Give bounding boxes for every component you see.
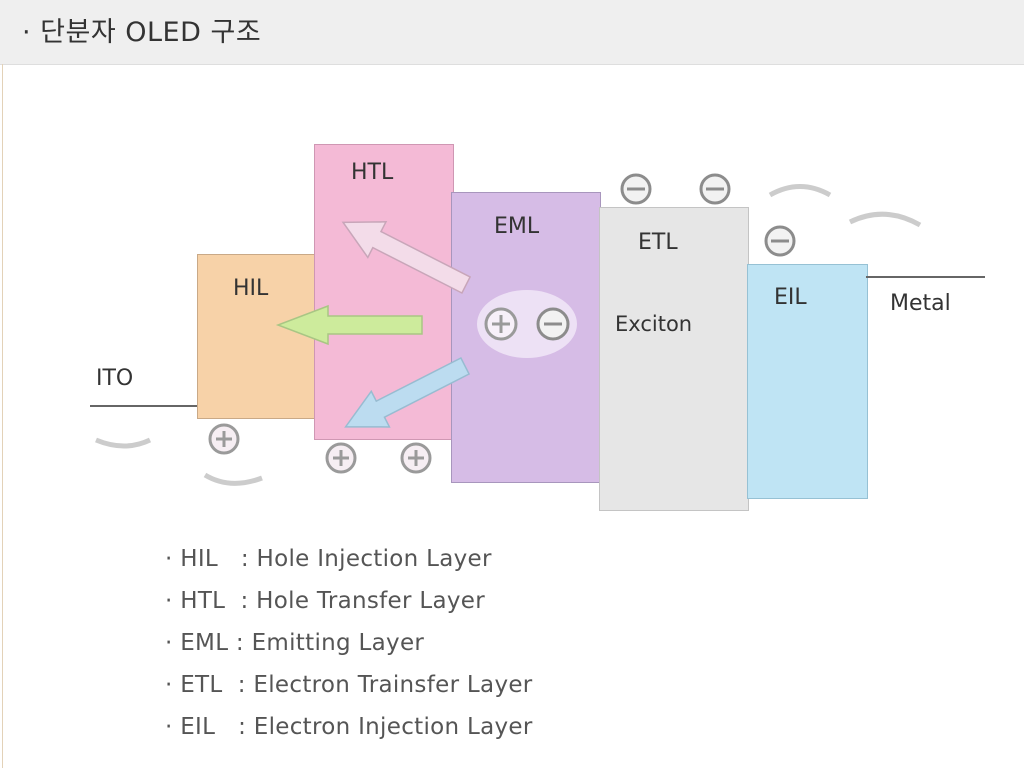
exciton-plus-icon bbox=[484, 307, 518, 341]
title-bar: · 단분자 OLED 구조 bbox=[0, 0, 1024, 65]
label-hil: HIL bbox=[233, 276, 269, 301]
blue-arrow bbox=[344, 356, 471, 428]
label-metal: Metal bbox=[890, 291, 951, 316]
electron-minus-icon bbox=[620, 173, 652, 205]
electron-minus-icon bbox=[764, 225, 796, 257]
flow-arrow-ito-top bbox=[95, 437, 152, 449]
layer-eil bbox=[747, 264, 868, 499]
legend-item: · HTL : Hole Transfer Layer bbox=[165, 588, 486, 614]
label-etl: ETL bbox=[638, 230, 678, 255]
green-arrow bbox=[275, 304, 423, 346]
green-arrow-shape bbox=[275, 304, 423, 346]
left-border bbox=[2, 64, 3, 768]
page-title: · 단분자 OLED 구조 bbox=[22, 17, 262, 48]
label-ito: ITO bbox=[96, 366, 134, 391]
legend-item: · EML : Emitting Layer bbox=[165, 630, 425, 656]
exciton-minus-icon bbox=[536, 307, 570, 341]
label-eml: EML bbox=[494, 214, 540, 239]
label-exciton: Exciton bbox=[615, 312, 693, 336]
layer-etl bbox=[599, 207, 749, 511]
hole-arrow-shape bbox=[341, 221, 472, 295]
hole-plus-icon bbox=[325, 442, 357, 474]
legend-item: · ETL : Electron Trainsfer Layer bbox=[165, 672, 533, 698]
hole-arrow bbox=[341, 221, 472, 295]
label-htl: HTL bbox=[351, 160, 394, 185]
flow-arrow-ito-bottom bbox=[203, 472, 263, 486]
hole-plus-icon bbox=[400, 442, 432, 474]
label-eil: EIL bbox=[774, 285, 807, 310]
exciton-glow bbox=[477, 290, 577, 358]
flow-arrow-metal-bottom bbox=[848, 211, 922, 228]
legend-item: · HIL : Hole Injection Layer bbox=[165, 546, 492, 572]
blue-arrow-shape bbox=[344, 356, 471, 428]
hole-plus-icon bbox=[208, 423, 240, 455]
electron-minus-icon bbox=[699, 173, 731, 205]
flow-arrow-metal-top bbox=[768, 184, 832, 198]
legend-item: · EIL : Electron Injection Layer bbox=[165, 714, 533, 740]
